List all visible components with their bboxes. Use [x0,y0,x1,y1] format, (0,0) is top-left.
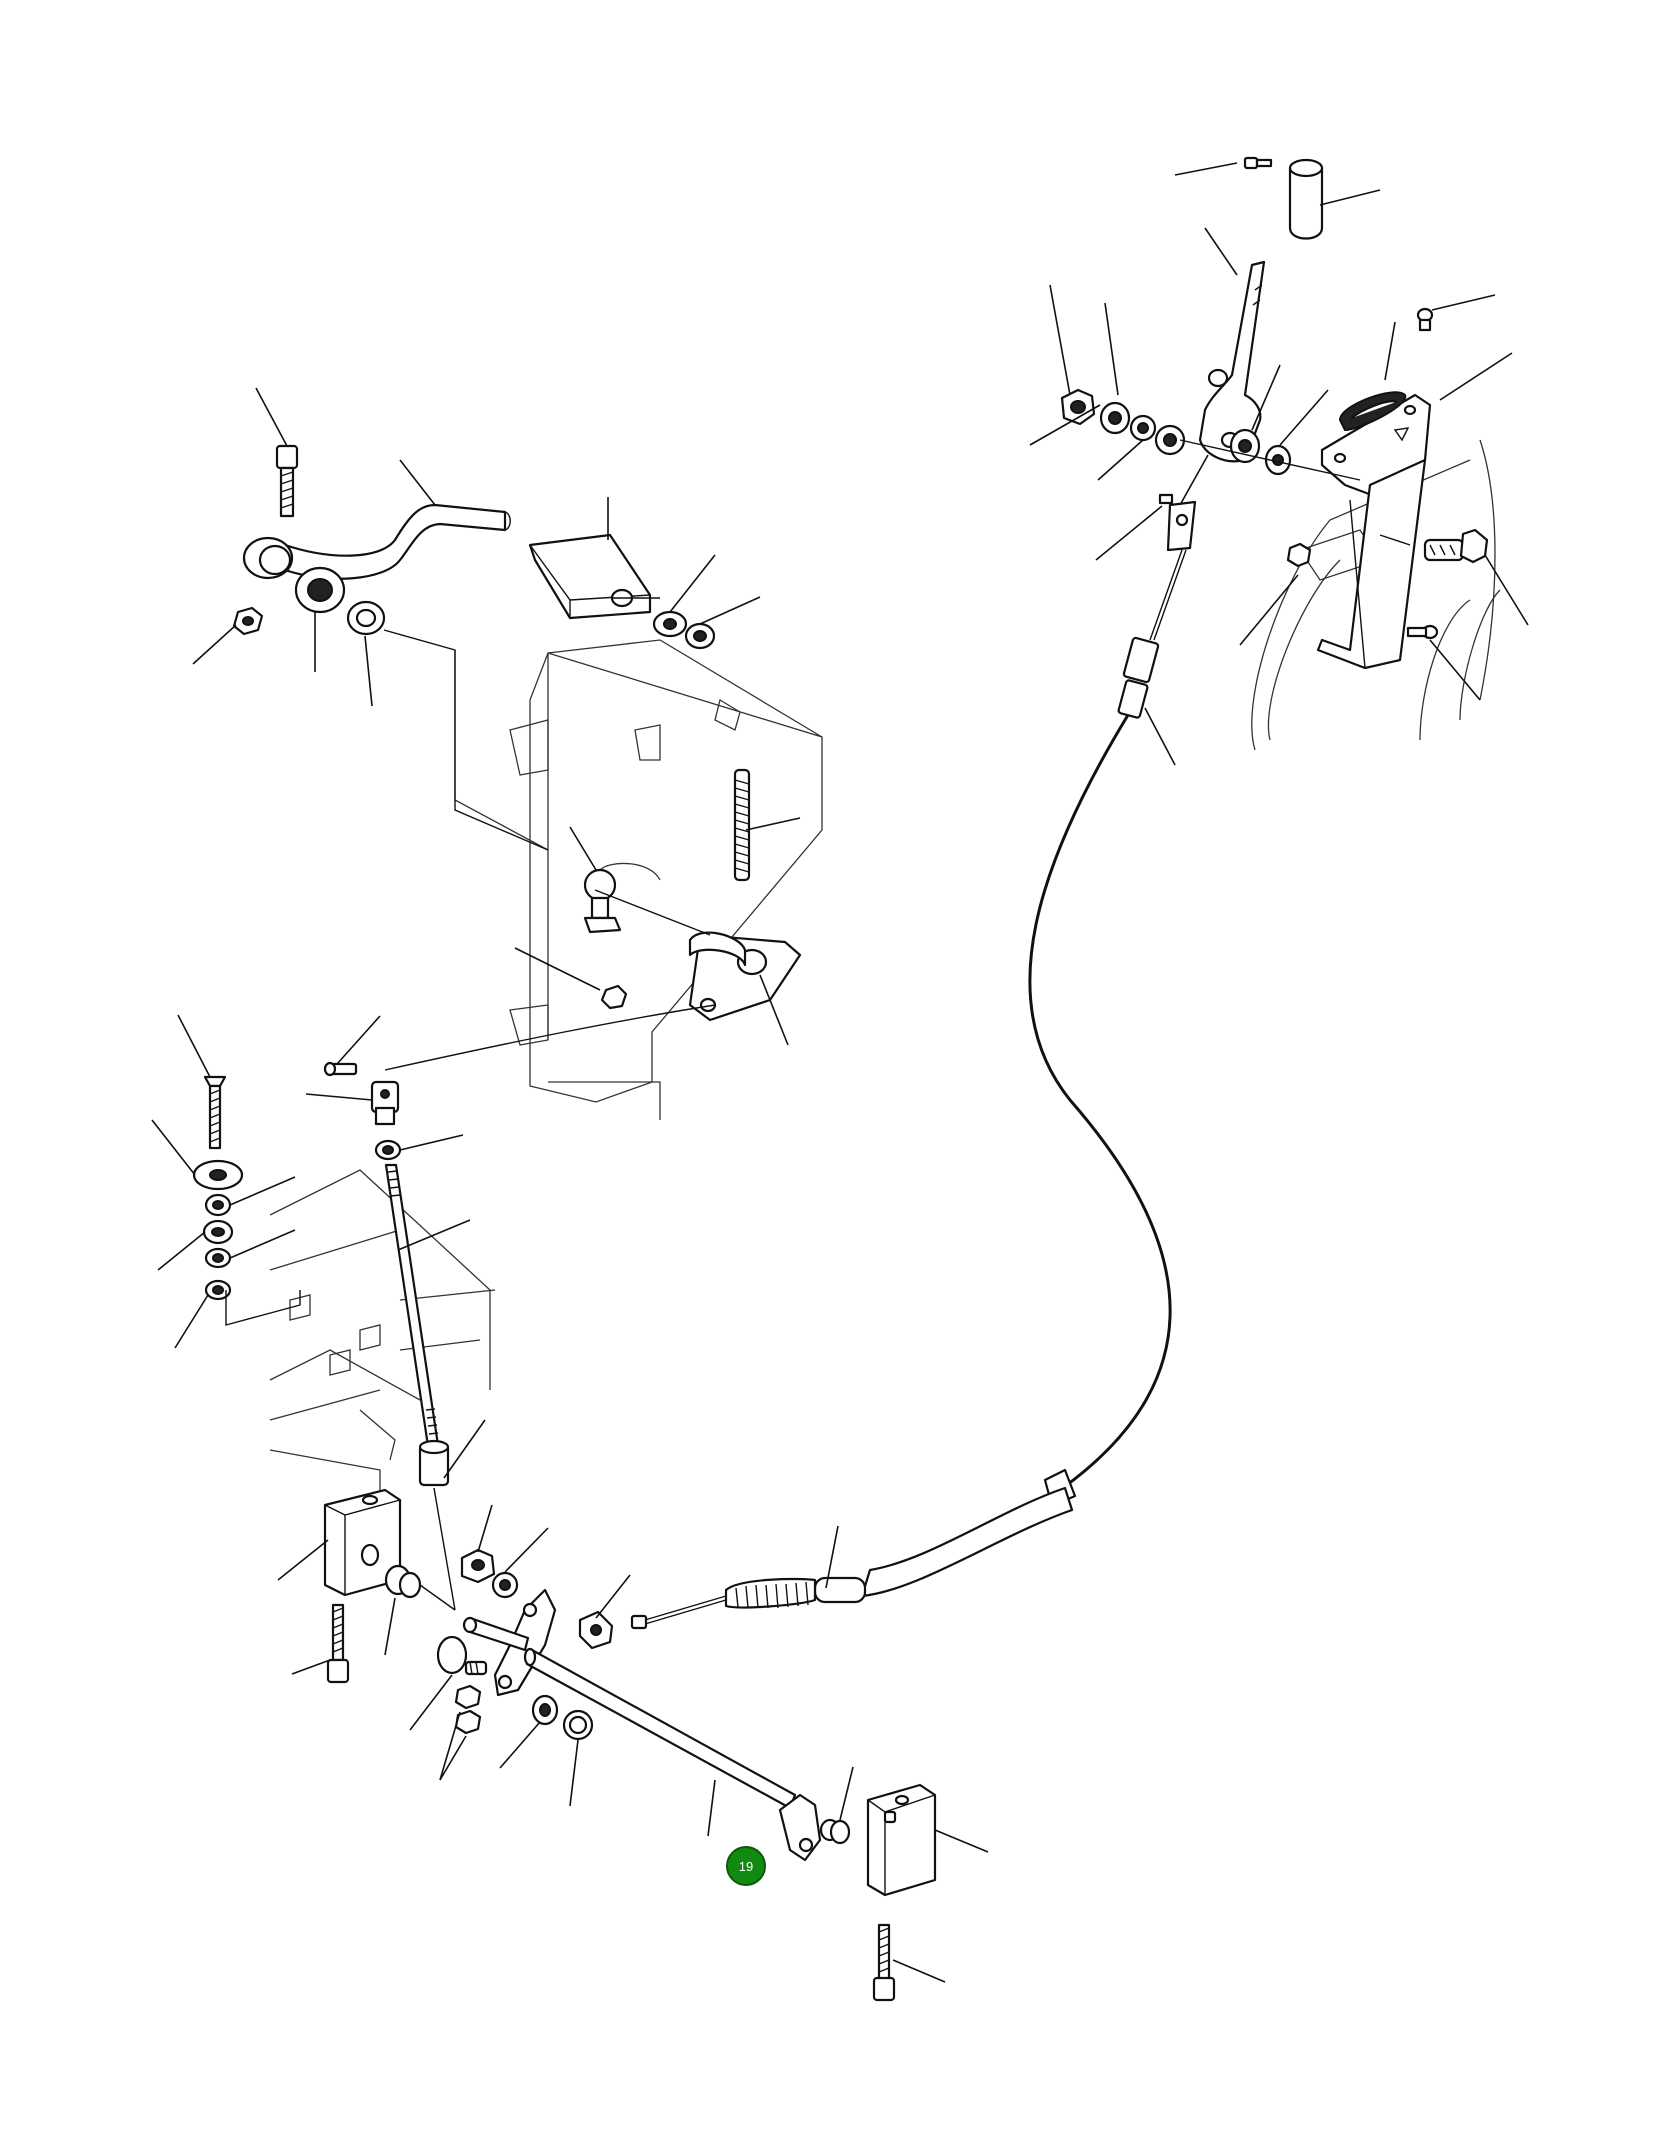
clevis-rod-assembly [323,1004,716,1611]
stud-pin [436,1635,488,1676]
upper-lever-arm [1198,260,1266,463]
callout-badge-19[interactable]: 19 [726,1846,766,1886]
ball-joint [583,868,628,1010]
cable-clevis [1158,493,1197,552]
knob-screw [1243,156,1273,170]
bracket-bolt [1423,528,1489,564]
callout-number: 19 [739,1859,753,1874]
crank-lever-assembly [232,444,716,851]
pivot-bracket [528,533,660,620]
cap-screw-top [275,444,299,518]
washer-pair [652,610,716,650]
lower-shaft-assembly [323,1488,937,2002]
shaft-stub [462,1616,530,1652]
bracket-lower-screw [1406,624,1439,640]
shaft-nut-upper [460,1548,519,1599]
clevis-rod [384,1163,440,1448]
lever-plate [688,931,802,1022]
lever-bracket [1316,393,1432,670]
lever-washers [1099,401,1292,476]
throttle-knob [1288,158,1324,240]
stud-nuts [454,1684,482,1735]
bracket-top-screw [1416,307,1434,332]
bearing-block-right [866,1783,937,1897]
rod-nut [374,1139,402,1161]
rod-end-sleeve [418,1439,450,1487]
rod-clevis [370,1080,400,1126]
lever-pivot-nut [1060,388,1096,426]
countersunk-screw [203,1075,227,1150]
crank-bushing [242,536,386,636]
flange-bushing-left [384,1564,422,1599]
cable-boot [724,1576,867,1609]
cap-screw-left [326,1603,350,1684]
shaft-washer-lower [531,1694,594,1741]
upper-lever-assembly [1060,156,1489,670]
lever-slot-grommet [1338,391,1407,432]
flange-bushing-right [819,1818,851,1845]
leader-lines [151,162,1529,1983]
cable-adjuster [1117,636,1160,719]
clevis-pin [323,1061,358,1077]
cap-screw-right [872,1923,896,2002]
bracket-nut [1286,542,1312,568]
tension-spring [733,768,751,882]
shaft-end-lever [778,1793,822,1862]
mounting-panel-outline [454,639,823,1120]
small-nut [232,606,264,636]
control-cable [578,493,1197,1650]
floor-plate-outline [269,1169,496,1500]
left-washer-stack [192,1075,301,1326]
cable-end-fitting [578,1610,648,1650]
